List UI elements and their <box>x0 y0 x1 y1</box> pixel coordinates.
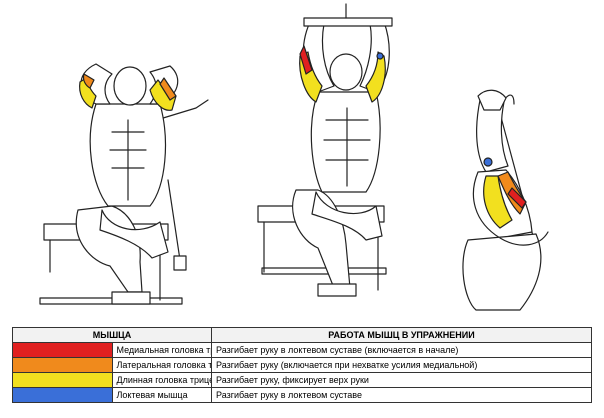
muscle-table: МЫШЦА РАБОТА МЫШЦ В УПРАЖНЕНИИ Медиальна… <box>12 327 592 403</box>
header-muscle: МЫШЦА <box>12 327 212 343</box>
figure-end-position <box>257 3 393 297</box>
table-row: Медиальная головка трицепсаРазгибает рук… <box>12 342 592 358</box>
muscle-work: Разгибает руку (включается при нехватке … <box>211 357 592 373</box>
muscle-work: Разгибает руку в локтевом суставе (включ… <box>211 342 592 358</box>
muscle-name: Медиальная головка трицепса <box>111 342 212 358</box>
color-swatch <box>12 372 113 388</box>
color-swatch <box>12 387 113 403</box>
muscle-name: Латеральная головка трицепса <box>111 357 212 373</box>
color-swatch <box>12 357 113 373</box>
muscle-work: Разгибает руку в локтевом суставе <box>211 387 592 403</box>
header-work: РАБОТА МЫШЦ В УПРАЖНЕНИИ <box>211 327 592 343</box>
muscle-work: Разгибает руку, фиксирует верх руки <box>211 372 592 388</box>
figure-start-position <box>39 63 209 305</box>
table-body: Медиальная головка трицепсаРазгибает рук… <box>12 342 592 403</box>
head-2 <box>329 53 363 91</box>
forearm-3 <box>476 99 509 173</box>
color-swatch <box>12 342 113 358</box>
table-row: Длинная головка трицепсаРазгибает руку, … <box>12 372 592 388</box>
exercise-illustrations <box>39 3 549 311</box>
shoulder-3 <box>462 233 542 311</box>
muscle-name: Локтевая мышца <box>111 387 212 403</box>
legs-1 <box>75 205 143 293</box>
table-header-row: МЫШЦА РАБОТА МЫШЦ В УПРАЖНЕНИИ <box>12 327 592 343</box>
muscle-name: Длинная головка трицепса <box>111 372 212 388</box>
table-row: Латеральная головка трицепсаРазгибает ру… <box>12 357 592 373</box>
torso-2 <box>310 91 381 193</box>
figure-arm-closeup <box>462 89 549 311</box>
head-1 <box>113 66 147 106</box>
